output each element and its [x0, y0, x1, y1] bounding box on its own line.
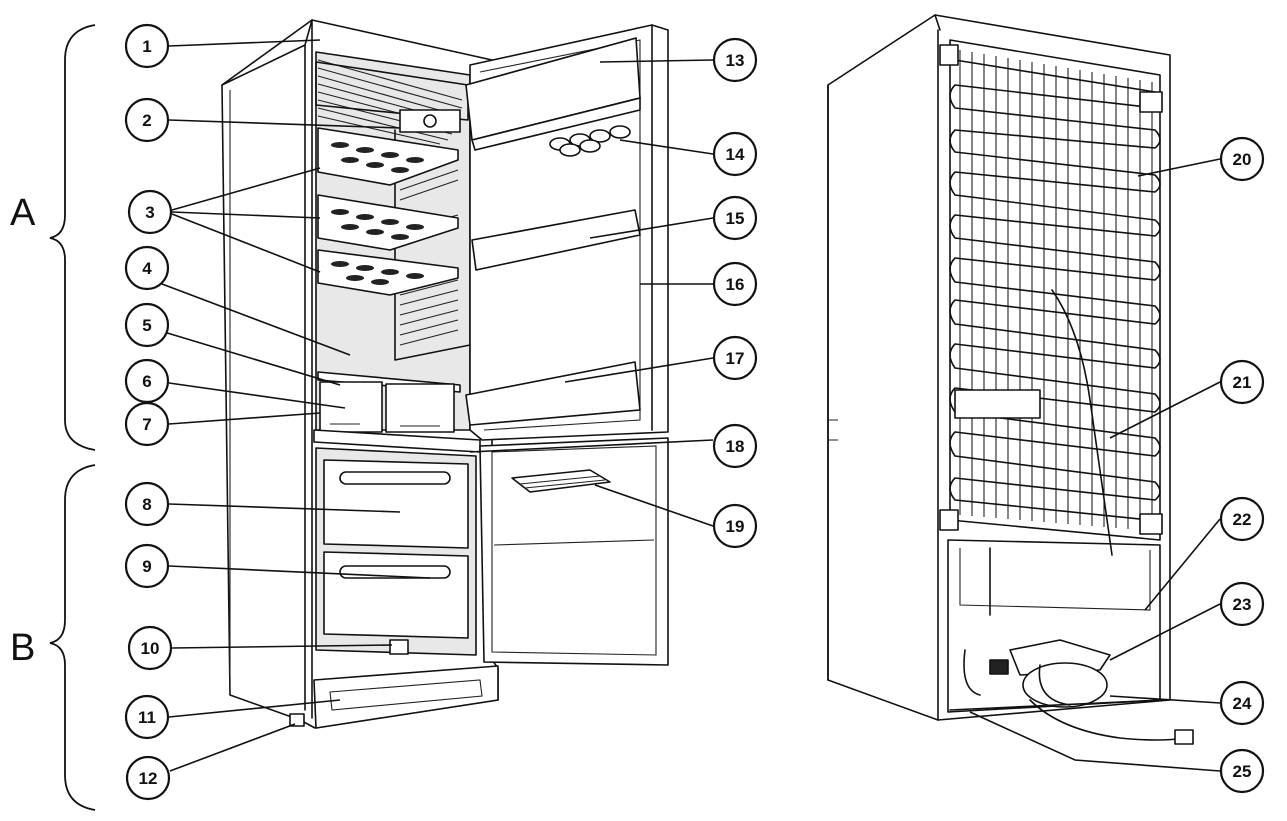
upper-door: [465, 24, 669, 441]
callout-3: 3: [127, 189, 173, 235]
callout-1: 1: [124, 23, 170, 69]
callout-7: 7: [124, 401, 170, 447]
svg-text:1: 1: [142, 37, 151, 56]
section-b-label: B: [10, 627, 35, 669]
callout-16: 16: [712, 261, 758, 307]
svg-text:12: 12: [139, 769, 158, 788]
freezer-door: [479, 437, 669, 666]
callout-4: 4: [124, 245, 170, 291]
svg-text:18: 18: [726, 437, 745, 456]
svg-text:16: 16: [726, 275, 745, 294]
callout-8: 8: [124, 481, 170, 527]
callout-13: 13: [712, 37, 758, 83]
svg-text:15: 15: [726, 209, 745, 228]
svg-text:5: 5: [142, 316, 151, 335]
svg-text:9: 9: [142, 557, 151, 576]
svg-text:8: 8: [142, 495, 151, 514]
svg-text:2: 2: [142, 111, 151, 130]
glass-shelves: [317, 127, 459, 296]
svg-text:11: 11: [138, 708, 156, 727]
callout-12: 12: [125, 755, 171, 801]
callout-9: 9: [124, 543, 170, 589]
callouts: 1 2 3 4 5 6 7 8 9 10 11 12 13 14 15 16 1…: [124, 23, 1265, 801]
leader-lines: [161, 39, 1221, 772]
callout-22: 22: [1219, 496, 1265, 542]
svg-text:22: 22: [1233, 510, 1252, 529]
svg-text:25: 25: [1233, 762, 1252, 781]
section-b-brace: [49, 464, 96, 811]
callout-18: 18: [712, 423, 758, 469]
svg-text:14: 14: [726, 145, 745, 164]
callout-2: 2: [124, 97, 170, 143]
svg-text:19: 19: [726, 517, 745, 536]
svg-text:20: 20: [1233, 150, 1252, 169]
egg-tray: [549, 125, 631, 157]
callout-17: 17: [712, 335, 758, 381]
svg-text:6: 6: [142, 372, 151, 391]
svg-text:4: 4: [142, 259, 152, 278]
callout-19: 19: [712, 503, 758, 549]
svg-text:23: 23: [1233, 595, 1252, 614]
svg-text:17: 17: [726, 349, 745, 368]
callout-21: 21: [1219, 359, 1265, 405]
callout-10: 10: [127, 625, 173, 671]
callout-25: 25: [1219, 748, 1265, 794]
section-a-label: A: [10, 192, 36, 234]
callout-15: 15: [712, 195, 758, 241]
svg-text:7: 7: [142, 415, 151, 434]
callout-6: 6: [124, 358, 170, 404]
section-a-brace: [49, 24, 96, 451]
rear-view-fridge: [827, 14, 1194, 745]
callout-24: 24: [1219, 680, 1265, 726]
svg-text:3: 3: [145, 203, 154, 222]
compressor: [989, 639, 1111, 708]
svg-text:21: 21: [1233, 373, 1252, 392]
condenser-coil: [939, 39, 1163, 556]
freezer-drawers: [323, 459, 469, 655]
callout-14: 14: [712, 131, 758, 177]
callout-20: 20: [1219, 136, 1265, 182]
front-view-fridge: [221, 19, 499, 729]
svg-text:13: 13: [726, 51, 745, 70]
callout-5: 5: [124, 302, 170, 348]
callout-11: 11: [124, 694, 170, 740]
svg-text:24: 24: [1233, 694, 1252, 713]
svg-text:10: 10: [141, 639, 160, 658]
callout-23: 23: [1219, 581, 1265, 627]
